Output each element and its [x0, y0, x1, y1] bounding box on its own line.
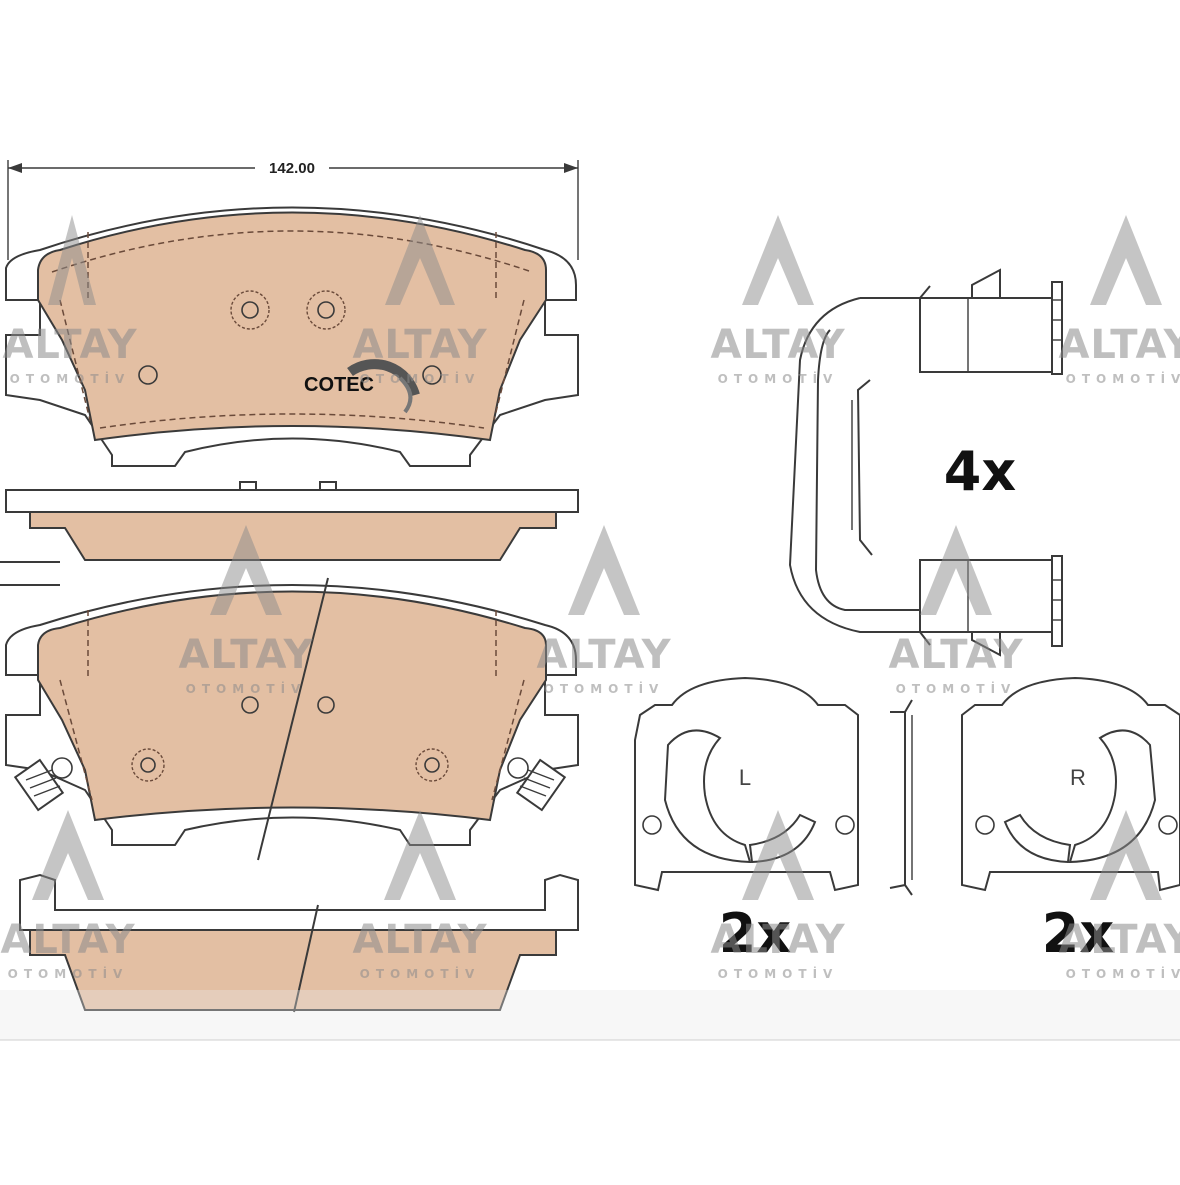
- svg-text:OTOMOTİV: OTOMOTİV: [1066, 371, 1180, 386]
- watermark-2: ALTAY OTOMOTİV: [352, 215, 487, 386]
- wear-sensor-right: [507, 757, 567, 812]
- spring-clip-left-quantity: 2x: [719, 902, 792, 965]
- spring-clip-right-quantity: 2x: [1042, 902, 1115, 965]
- side-marker-left: L: [739, 765, 751, 790]
- watermark-10: ALTAY OTOMOTİV: [710, 810, 845, 981]
- svg-text:OTOMOTİV: OTOMOTİV: [8, 966, 129, 981]
- clip-kit-quantity: 4x: [944, 440, 1017, 503]
- brake-pad-side-bottom: [19, 873, 579, 1013]
- svg-text:ALTAY: ALTAY: [352, 917, 487, 963]
- dimension-label: 142.00: [269, 160, 315, 177]
- brake-pad-front-bottom: [0, 561, 579, 861]
- svg-text:ALTAY: ALTAY: [178, 632, 313, 678]
- spring-clip-left: L: [634, 676, 859, 892]
- svg-text:OTOMOTİV: OTOMOTİV: [896, 681, 1017, 696]
- svg-text:ALTAY: ALTAY: [0, 917, 135, 963]
- watermark-9: ALTAY OTOMOTİV: [352, 810, 487, 981]
- spring-clip-right: R: [961, 676, 1180, 892]
- svg-text:ALTAY: ALTAY: [2, 322, 137, 368]
- svg-text:ALTAY: ALTAY: [352, 322, 487, 368]
- svg-text:ALTAY: ALTAY: [710, 322, 845, 368]
- watermark-4: ALTAY OTOMOTİV: [1058, 215, 1180, 386]
- svg-text:ALTAY: ALTAY: [710, 917, 845, 963]
- svg-text:OTOMOTİV: OTOMOTİV: [718, 371, 839, 386]
- svg-text:OTOMOTİV: OTOMOTİV: [360, 371, 481, 386]
- svg-text:OTOMOTİV: OTOMOTİV: [1066, 966, 1180, 981]
- svg-text:OTOMOTİV: OTOMOTİV: [718, 966, 839, 981]
- wear-sensor-left: [13, 757, 73, 812]
- spring-clip-profile: [889, 699, 913, 896]
- watermark-11: ALTAY OTOMOTİV: [1058, 810, 1180, 981]
- svg-text:OTOMOTİV: OTOMOTİV: [10, 371, 131, 386]
- svg-text:ALTAY: ALTAY: [888, 632, 1023, 678]
- watermark-7: ALTAY OTOMOTİV: [888, 525, 1023, 696]
- brake-pad-side-top: [5, 481, 579, 561]
- watermark-1: ALTAY OTOMOTİV: [2, 215, 137, 386]
- watermark-5: ALTAY OTOMOTİV: [178, 525, 313, 696]
- svg-text:ALTAY: ALTAY: [1058, 917, 1180, 963]
- watermark-8: ALTAY OTOMOTİV: [0, 810, 135, 981]
- side-marker-right: R: [1070, 765, 1086, 790]
- svg-text:OTOMOTİV: OTOMOTİV: [544, 681, 665, 696]
- dimension-line: 142.00: [7, 157, 579, 260]
- svg-text:ALTAY: ALTAY: [1058, 322, 1180, 368]
- cotec-logo: COTEC: [304, 359, 420, 414]
- svg-text:OTOMOTİV: OTOMOTİV: [360, 966, 481, 981]
- watermark-6: ALTAY OTOMOTİV: [536, 525, 671, 696]
- svg-text:ALTAY: ALTAY: [536, 632, 671, 678]
- cotec-logo-text: COTEC: [304, 374, 374, 396]
- watermark-3: ALTAY OTOMOTİV: [710, 215, 845, 386]
- svg-text:OTOMOTİV: OTOMOTİV: [186, 681, 307, 696]
